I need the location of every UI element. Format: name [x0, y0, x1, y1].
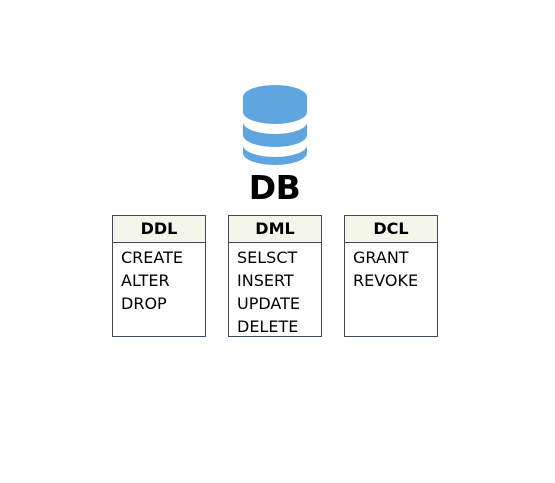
- category-title: DML: [229, 216, 321, 243]
- command-item: DROP: [121, 294, 167, 313]
- command-list: SELSCT INSERT UPDATE DELETE: [229, 243, 321, 338]
- command-list: CREATE ALTER DROP: [113, 243, 205, 315]
- category-box-dml: DML SELSCT INSERT UPDATE DELETE: [228, 215, 322, 337]
- category-box-dcl: DCL GRANT REVOKE: [344, 215, 438, 337]
- command-list: GRANT REVOKE: [345, 243, 437, 292]
- command-item: GRANT: [353, 248, 409, 267]
- category-box-ddl: DDL CREATE ALTER DROP: [112, 215, 206, 337]
- command-item: UPDATE: [237, 294, 300, 313]
- category-title: DDL: [113, 216, 205, 243]
- command-item: INSERT: [237, 271, 294, 290]
- database-icon: [243, 85, 307, 165]
- command-item: REVOKE: [353, 271, 419, 290]
- command-item: SELSCT: [237, 248, 298, 267]
- command-item: DELETE: [237, 317, 299, 336]
- command-item: ALTER: [121, 271, 170, 290]
- db-label: DB: [248, 168, 301, 207]
- category-title: DCL: [345, 216, 437, 243]
- command-item: CREATE: [121, 248, 183, 267]
